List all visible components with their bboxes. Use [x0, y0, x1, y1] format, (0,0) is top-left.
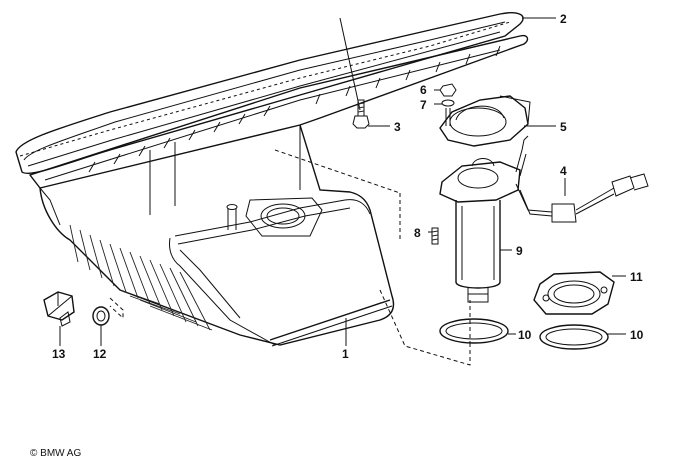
gasket — [15, 12, 524, 174]
callout-13: 13 — [52, 347, 66, 361]
drain-plug — [43, 291, 75, 327]
bolt — [352, 99, 370, 129]
assembly-lines — [109, 17, 471, 366]
oil-level-sensor — [431, 83, 649, 303]
callout-3: 3 — [394, 120, 401, 134]
sealing-washer — [92, 306, 110, 326]
callout-5: 5 — [560, 120, 567, 134]
callout-6: 6 — [420, 83, 427, 97]
callout-10-right: 10 — [630, 328, 644, 342]
callout-11: 11 — [630, 270, 643, 284]
callout-8: 8 — [414, 226, 421, 240]
callout-9: 9 — [516, 244, 523, 258]
callout-7: 7 — [420, 98, 427, 112]
cover-plate — [533, 271, 615, 315]
copyright-text: © BMW AG — [30, 448, 81, 459]
callout-1: 1 — [342, 347, 349, 361]
oil-pan — [28, 34, 529, 347]
callout-10-left: 10 — [518, 328, 532, 342]
callout-2: 2 — [560, 12, 567, 26]
o-ring-left — [439, 318, 509, 344]
callout-12: 12 — [93, 347, 107, 361]
callout-labels: 2 3 4 5 6 7 8 9 10 10 11 1 12 13 — [52, 12, 644, 361]
callout-leaders — [59, 17, 626, 346]
o-ring-right — [539, 324, 609, 350]
callout-4: 4 — [560, 164, 567, 178]
